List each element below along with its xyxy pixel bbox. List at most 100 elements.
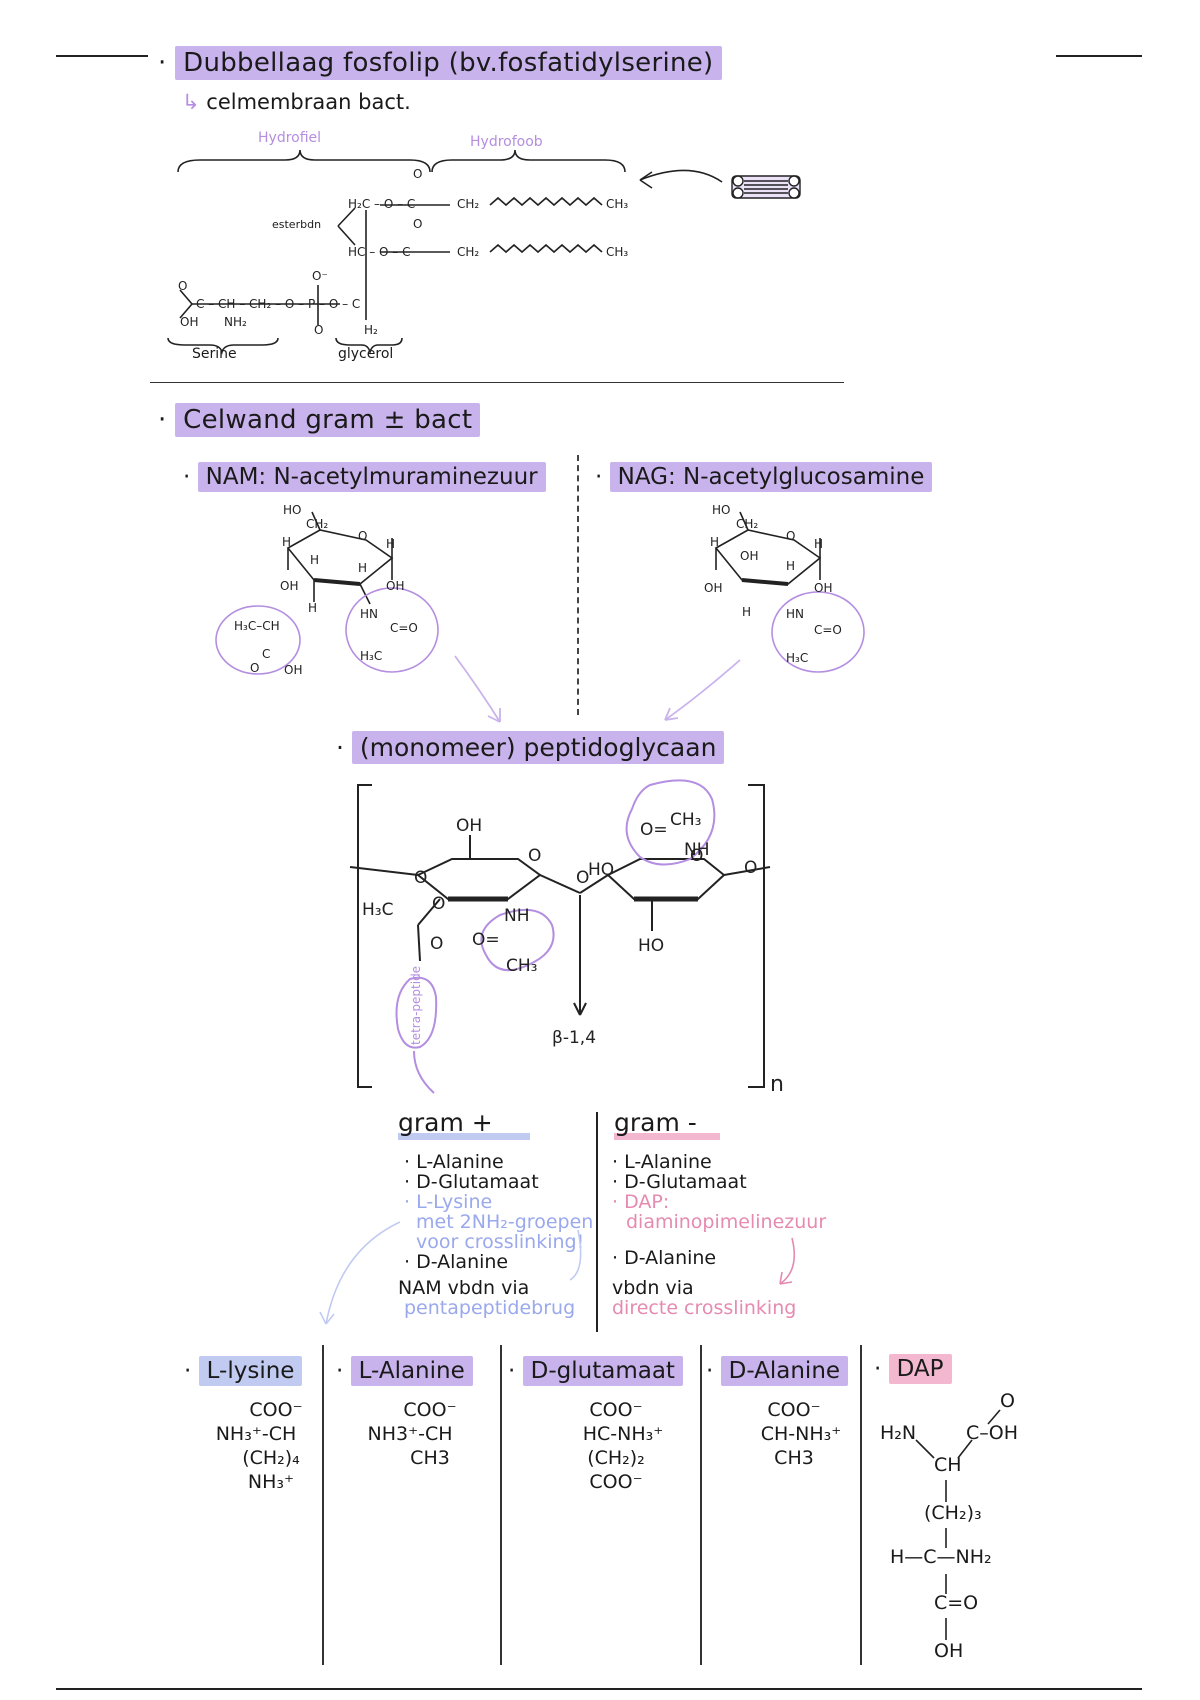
hydrophilic-label: Hydrofiel [258, 130, 322, 146]
svg-text:O⁻: O⁻ [312, 269, 328, 283]
gram-positive-item-4: · D-Alanine [404, 1251, 509, 1273]
glycerol-brace [335, 337, 403, 355]
gram-positive-link: NAM vbdn via pentapeptidebrug [398, 1278, 575, 1318]
hydrophilic-brace [177, 149, 431, 173]
gram-positive-list: · L-Alanine · D-Glutamaat · L-Lysine met… [404, 1152, 593, 1272]
dap-ch2: (CH₂)₃ [924, 1502, 982, 1524]
svg-text:O: O [744, 858, 757, 878]
beta-bond-label: β-1,4 [552, 1028, 596, 1048]
bilayer-arrow [639, 169, 723, 183]
fatty-acid-tail-2 [489, 243, 603, 254]
svg-text:OH: OH [740, 549, 758, 563]
svg-text:OH: OH [280, 579, 298, 593]
svg-text:H: H [282, 535, 291, 549]
acetyl-circle-top [625, 779, 716, 866]
gram-negative-link-text: vbdn via [612, 1277, 694, 1299]
dap-o: O [1000, 1390, 1015, 1412]
hydrophobic-brace [431, 149, 626, 173]
section1-heading: · Dubbellaag fosfolip (bv.fosfatidylseri… [158, 46, 722, 80]
pentapeptide-arrow [569, 1229, 582, 1281]
gram-negative-underline [614, 1133, 720, 1140]
svg-text:O: O [250, 661, 259, 675]
svg-text:CH₂: CH₂ [736, 517, 758, 531]
svg-text:O: O [430, 934, 443, 954]
gram-negative-link: vbdn via directe crosslinking [612, 1278, 796, 1318]
svg-text:H₃C: H₃C [360, 649, 382, 663]
svg-text:HO: HO [712, 503, 730, 517]
svg-text:OH: OH [814, 581, 832, 595]
svg-text:NH: NH [684, 840, 710, 860]
lysine-note-2: voor crosslinking! [416, 1231, 585, 1253]
svg-text:O: O [414, 868, 427, 888]
ester-label: esterbdn [272, 218, 322, 231]
dap-oh: OH [934, 1640, 964, 1662]
svg-text:H₂C – O – C: H₂C – O – C [348, 197, 415, 211]
lysine-nh3: NH₃⁺ [247, 1471, 295, 1493]
gram-negative-list: · L-Alanine · D-Glutamaat · DAP: diamino… [612, 1152, 826, 1268]
lysine-arrow [325, 1221, 401, 1325]
nam-nag-divider [577, 455, 579, 715]
nag-ring [714, 511, 865, 673]
svg-text:H: H [710, 535, 719, 549]
left-bracket [357, 784, 372, 1088]
serine-label: Serine [192, 346, 237, 362]
svg-text:O: O [690, 846, 703, 866]
section-divider-1 [150, 382, 844, 383]
gram-positive-link-type: pentapeptidebrug [404, 1297, 576, 1319]
top-rule-right [1056, 55, 1142, 57]
lysine-note-1: met 2NH₂-groepen [416, 1211, 594, 1233]
gram-negative-item-4: · D-Alanine [612, 1247, 717, 1269]
svg-text:H: H [786, 559, 795, 573]
aa-glutamaat-formula: COO⁻ HC-NH₃⁺ (CH₂)₂ COO⁻ [556, 1398, 676, 1494]
svg-text:O: O [314, 323, 323, 337]
bilayer-icon [731, 175, 801, 199]
svg-text:O: O [413, 217, 422, 231]
dap-arrow [779, 1237, 796, 1285]
aa-lysine-formula: COO⁻ NH₃⁺-CH (CH₂)₄ NH₃⁺ [196, 1398, 316, 1494]
gram-positive-link-text: NAM vbdn via [398, 1277, 530, 1299]
dap-cooh: C–OH [966, 1422, 1019, 1444]
top-rule-left [56, 55, 148, 57]
gram-positive-underline [398, 1133, 530, 1140]
svg-text:OH: OH [386, 579, 404, 593]
svg-text:CH₃: CH₃ [670, 810, 701, 830]
svg-text:OH: OH [456, 816, 482, 836]
nag-title: · NAG: N-acetylglucosamine [595, 462, 933, 492]
right-bracket [748, 784, 765, 1088]
gram-negative-link-type: directe crosslinking [612, 1297, 797, 1319]
svg-text:O=: O= [472, 930, 500, 950]
svg-text:O=: O= [640, 820, 668, 840]
gram-negative-title: gram - [614, 1108, 697, 1137]
aa-dap-formula: H₂N C–OH O CH (CH₂)₃ H—C—NH₂ C=O OH [870, 1390, 1070, 1690]
svg-text:OH: OH [180, 315, 198, 329]
d-alanine-coo: COO⁻ [767, 1399, 821, 1421]
d-alanine-ch3: CH3 [774, 1447, 814, 1469]
l-alanine-coo: COO⁻ [403, 1399, 457, 1421]
dap-co: C=O [934, 1592, 979, 1614]
aa-lysine-title: · L-lysine [184, 1356, 303, 1386]
nam-acetyl-circle [345, 587, 439, 673]
svg-text:H₃C–CH: H₃C–CH [234, 619, 280, 633]
monomer-title: · (monomeer) peptidoglycaan [336, 731, 725, 764]
gram-negative-block: gram - [614, 1108, 804, 1140]
tetrapeptide-arrow [413, 1050, 435, 1094]
svg-text:H: H [308, 601, 317, 615]
aa-dap-title: · DAP [874, 1354, 952, 1384]
peptidoglycan-monomer: OH O O O O HO O O CH₃ O= NH H₃C NH O= CH… [349, 779, 784, 1095]
nag-acetyl-circle [771, 591, 865, 673]
repeat-label: n [770, 1072, 784, 1095]
nam-title: · NAM: N-acetylmuraminezuur [183, 462, 546, 492]
svg-text:H₃C: H₃C [786, 651, 808, 665]
tetrapeptide-label: tetra-peptide [409, 966, 423, 1045]
section2-heading: · Celwand gram ± bact [158, 403, 481, 437]
svg-text:HO: HO [588, 860, 614, 880]
svg-text:NH₂: NH₂ [224, 315, 247, 329]
svg-text:H: H [358, 561, 367, 575]
svg-text:CH₃: CH₃ [506, 956, 537, 976]
hydrophobic-label: Hydrofoob [470, 134, 543, 150]
l-alanine-ch3: CH3 [410, 1447, 450, 1469]
acetyl-circle-mid [480, 908, 555, 972]
svg-text:CH₃: CH₃ [606, 245, 628, 259]
nam-ring [215, 511, 439, 675]
